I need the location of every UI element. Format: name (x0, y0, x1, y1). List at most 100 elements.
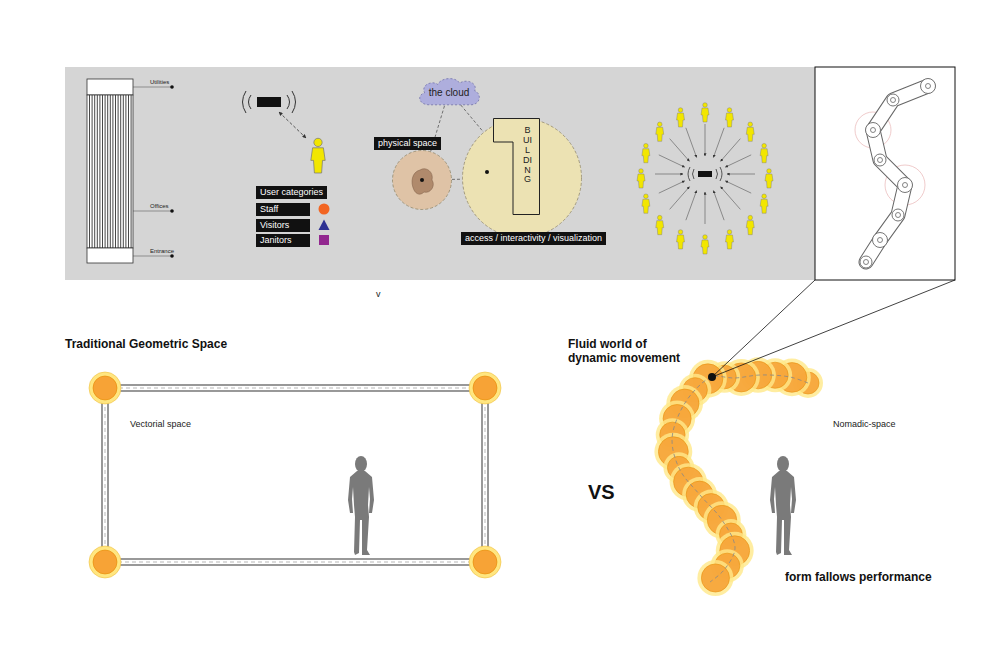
drawing-stroke (657, 122, 662, 127)
drawing-stroke (746, 127, 754, 141)
drawing-stroke (866, 86, 928, 262)
drawing-stroke (639, 169, 644, 174)
drawing-stroke (725, 235, 733, 249)
drawing-stroke (311, 148, 325, 173)
drawing-stroke (678, 230, 683, 235)
drawing-stroke (688, 167, 690, 181)
legend-swatch (318, 219, 330, 231)
dashed-connector (461, 105, 484, 132)
drawing-stroke (657, 215, 662, 220)
drawing-stroke (748, 215, 753, 220)
drawing-stroke (473, 376, 497, 400)
inset-box (815, 67, 955, 280)
vector-frame (102, 385, 488, 565)
node-label: the cloud (429, 87, 470, 99)
drawing-stroke (319, 220, 330, 231)
node-label: Vectorial space (130, 419, 191, 430)
drawing-stroke (760, 149, 768, 163)
legend-text: Janitors (256, 234, 310, 247)
drawing-stroke (746, 221, 754, 235)
drawing-stroke (713, 128, 724, 158)
drawing-stroke (348, 471, 374, 555)
drawing-stroke (670, 139, 690, 162)
drawing-stroke (287, 95, 290, 109)
stack-cap (87, 79, 133, 95)
drawing-stroke (93, 550, 117, 574)
chain-of-nodes (654, 357, 823, 596)
drawing-stroke (874, 154, 886, 166)
drawing-stroke (412, 169, 433, 194)
drawing-stroke (659, 181, 685, 193)
drawing-stroke (133, 211, 172, 212)
drawing-stroke (871, 128, 876, 133)
drawing-stroke (123, 95, 124, 248)
drawing-stroke (701, 240, 709, 254)
drawing-stroke (705, 124, 706, 156)
drawing-stroke (712, 280, 955, 377)
drawing-stroke (485, 170, 489, 174)
drawing-stroke (133, 87, 172, 88)
drawing-stroke (892, 209, 904, 221)
drawing-stroke (644, 143, 649, 148)
space-label: Nomadic-space (833, 419, 896, 430)
drawing-stroke (642, 143, 650, 162)
drawing-stroke (926, 84, 931, 89)
drawing-stroke (118, 95, 119, 248)
drawing-stroke (698, 171, 712, 177)
drawing-stroke (249, 95, 252, 109)
drawing-stroke (878, 238, 883, 243)
drawing-stroke (878, 158, 883, 163)
drawing-stroke (642, 194, 650, 213)
drawing-stroke (99, 95, 100, 248)
drawing-stroke (494, 119, 540, 215)
drawing-stroke (94, 95, 95, 248)
stack-leaders (133, 87, 172, 256)
device-icon (257, 97, 281, 107)
drawing-stroke (659, 155, 685, 167)
drawing-stroke (655, 174, 683, 175)
node-label: BUILDING (523, 126, 532, 185)
drawing-stroke (642, 199, 650, 213)
drawing-stroke (108, 391, 482, 559)
marker-letter: v (376, 289, 381, 300)
drawing-stroke (469, 372, 501, 404)
vectorial-space-frame: Vectorial space (105, 388, 485, 562)
drawing-stroke (656, 215, 664, 234)
drawing-stroke (314, 138, 322, 146)
drawing-stroke (93, 376, 117, 400)
drawing-stroke (473, 550, 497, 574)
top-panel (65, 67, 955, 280)
drawing-stroke (693, 169, 695, 179)
slogan: form fallows performance (785, 570, 932, 584)
cloud-node: the cloud (416, 76, 482, 106)
drawing-stroke (727, 108, 732, 113)
node-label: physical space (374, 137, 441, 150)
drawing-stroke (727, 174, 755, 175)
drawing-stroke (760, 194, 768, 213)
building-circle: access / interactivity / visualizationBU… (462, 118, 582, 238)
drawing-stroke (131, 95, 132, 248)
drawing-stroke (746, 215, 754, 234)
legend-text: Visitors (256, 219, 310, 232)
section-heading: Traditional Geometric Space (65, 337, 227, 351)
drawing-stroke (463, 119, 582, 238)
drawing-stroke (705, 192, 706, 224)
drawing-stroke (762, 194, 767, 199)
drawing-stroke (112, 95, 113, 248)
drawing-stroke (864, 260, 869, 265)
drawing-stroke (420, 79, 480, 105)
drawing-stroke (677, 108, 685, 127)
drawing-stroke (760, 143, 768, 162)
zoom-dot (708, 373, 716, 381)
drawing-stroke (469, 546, 501, 578)
drawing-stroke (762, 143, 767, 148)
physical-space-circle: physical space (392, 150, 452, 210)
linkage-drawing (855, 79, 936, 269)
floor-label: Offices (150, 203, 169, 210)
drawing-stroke (891, 98, 896, 103)
leader-dots (170, 85, 174, 258)
drawing-stroke (654, 357, 823, 596)
drawing-stroke (672, 375, 808, 582)
